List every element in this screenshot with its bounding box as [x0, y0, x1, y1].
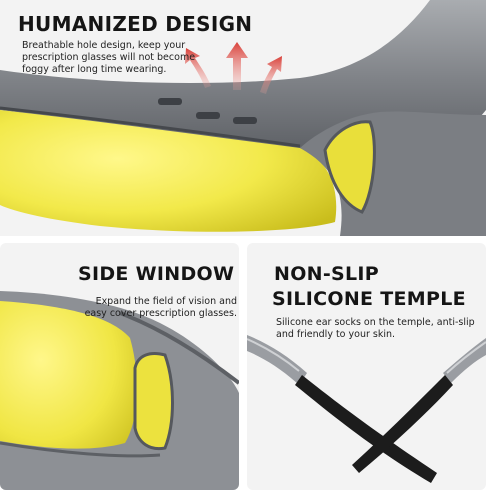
humanized-design-panel [0, 0, 486, 236]
arrow-up-icon [226, 42, 248, 90]
humanized-design-title: HUMANIZED DESIGN [18, 12, 253, 36]
silicone-temple-panel [247, 243, 486, 490]
humanized-design-description: Breathable hole design, keep your prescr… [22, 40, 196, 75]
arrow-up-right-icon [260, 56, 282, 94]
silicone-temple-title: SILICONE TEMPLE [272, 288, 466, 310]
airflow-arrows [185, 42, 282, 94]
glasses-side-window-image [0, 291, 239, 490]
glasses-temple-arms-image [247, 335, 486, 483]
arrow-up-left-icon [185, 48, 211, 88]
right-temple-frame [443, 338, 486, 383]
side-window-panel [0, 243, 239, 490]
side-window-lens [323, 120, 376, 214]
glasses-front-closeup-image [0, 0, 486, 236]
breathable-vent-holes [158, 98, 257, 124]
side-window-lens [133, 352, 174, 451]
front-lens [0, 301, 137, 449]
yellow-lens [0, 110, 337, 232]
non-slip-title: NON-SLIP [274, 263, 380, 285]
right-silicone-sock [352, 375, 453, 473]
side-window-description: Expand the field of vision and easy cove… [84, 296, 237, 319]
left-silicone-sock [295, 375, 437, 483]
side-window-title: SIDE WINDOW [78, 263, 235, 285]
left-temple-frame [247, 335, 307, 385]
silicone-temple-description: Silicone ear socks on the temple, anti-s… [276, 317, 475, 340]
